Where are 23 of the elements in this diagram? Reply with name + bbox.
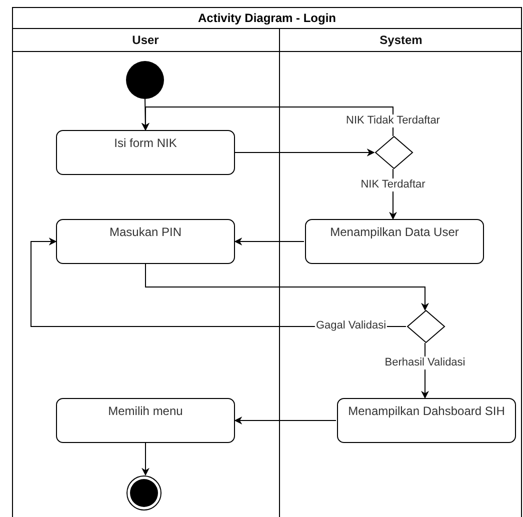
edge-label: Gagal Validasi (314, 320, 388, 332)
arrow (234, 148, 375, 156)
decision-diamond (375, 136, 413, 169)
arrow (145, 264, 429, 311)
final-node (126, 475, 162, 511)
action-box: Masukan PIN (56, 219, 235, 264)
diagram-frame (12, 7, 522, 517)
arrow (142, 442, 150, 476)
edge-label: NIK Tidak Terdaftar (345, 114, 441, 128)
arrow (234, 238, 304, 246)
action-box: Menampilkan Data User (305, 219, 484, 264)
edge-label: Berhasil Validasi (384, 356, 466, 370)
decision-diamond (407, 310, 445, 343)
action-box: Menampilkan Dahsboard SIH (337, 398, 516, 443)
action-box: Isi form NIK (56, 130, 235, 175)
pool-header: Activity Diagram - Login (13, 8, 521, 29)
edge-label: NIK Terdaftar (360, 178, 426, 192)
arrow (234, 416, 336, 424)
initial-node (126, 61, 164, 99)
arrow (142, 106, 394, 136)
lane-header: User (12, 29, 279, 52)
action-box: Memilih menu (56, 398, 235, 443)
lane-header: System (280, 29, 522, 52)
